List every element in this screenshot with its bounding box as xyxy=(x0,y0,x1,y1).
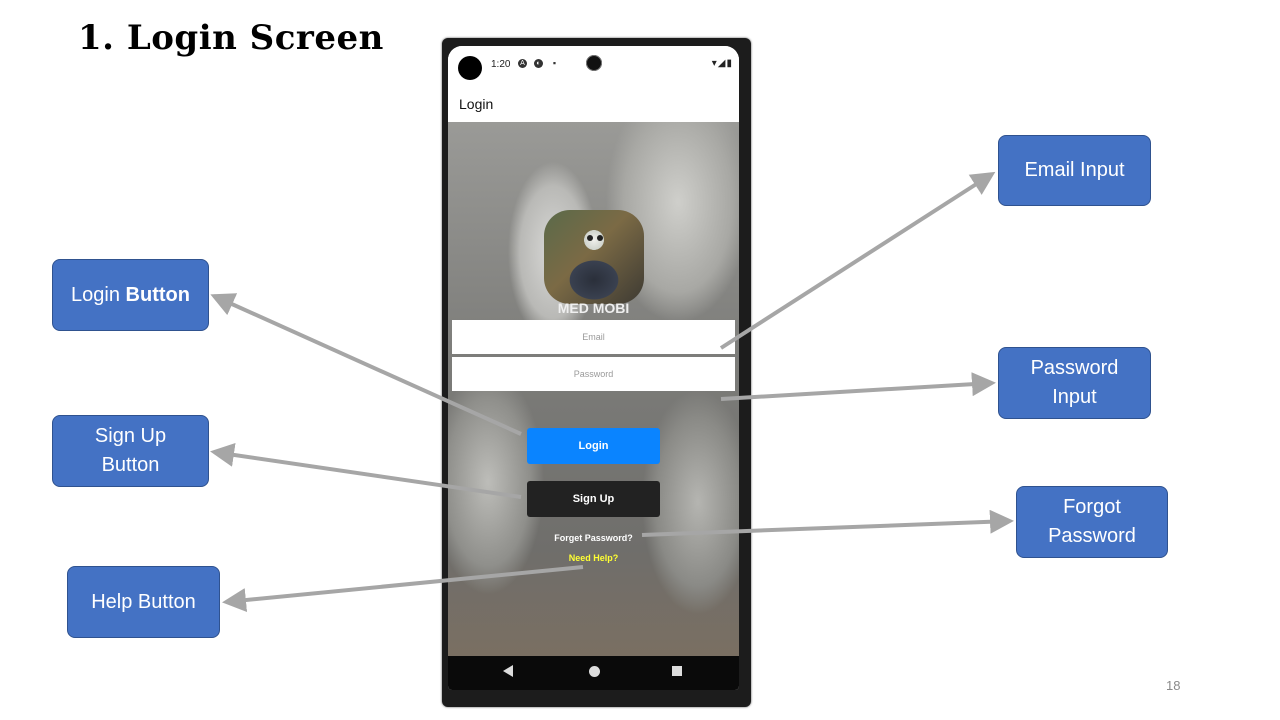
callout-email-input: Email Input xyxy=(998,135,1151,206)
callout-signup-line2: Button xyxy=(101,454,160,476)
callout-signup-button: Sign Up Button xyxy=(52,415,209,487)
back-icon[interactable] xyxy=(503,665,513,677)
page-number: 18 xyxy=(1166,678,1181,693)
camera-cutout xyxy=(586,55,602,71)
login-content: MED MOBI Login Sign Up Forget Password? … xyxy=(448,122,739,656)
slide-title: 1. Login Screen xyxy=(78,18,384,58)
callout-password-input: Password Input xyxy=(998,347,1151,419)
status-wifi-signal-battery-icon: ▾◢▮ xyxy=(711,58,733,69)
arrow-email xyxy=(719,171,996,350)
callout-password-line1: Password xyxy=(1030,357,1119,379)
robot-eye-right xyxy=(597,235,603,241)
email-input[interactable] xyxy=(452,320,735,354)
app-bar-title: Login xyxy=(459,96,494,112)
callout-email-input-label: Email Input xyxy=(1024,159,1125,181)
callout-login-button-label: Login Button xyxy=(71,283,190,306)
callout-forgot-line2: Password xyxy=(1048,525,1136,547)
forgot-password-link[interactable]: Forget Password? xyxy=(554,533,633,543)
home-icon[interactable] xyxy=(589,666,600,677)
status-sd-icon: ▪ xyxy=(552,58,557,68)
callout-signup-line1: Sign Up xyxy=(94,425,167,447)
need-help-link[interactable]: Need Help? xyxy=(568,553,619,563)
phone-screen: 1:20 A ◐ ▪ ▾◢▮ Login MED MOBI Login Sign… xyxy=(448,46,739,690)
arrow-password xyxy=(720,372,996,401)
password-input[interactable] xyxy=(452,357,735,391)
recents-icon[interactable] xyxy=(672,666,682,676)
callout-help-button: Help Button xyxy=(67,566,220,638)
brand-name: MED MOBI xyxy=(557,300,630,316)
status-time: 1:20 xyxy=(491,59,511,70)
callout-forgot-password: Forgot Password xyxy=(1016,486,1168,558)
robot-logo-image xyxy=(544,210,644,304)
nav-bar xyxy=(448,656,739,690)
profile-dot-icon xyxy=(458,56,482,80)
app-bar: Login xyxy=(448,88,739,122)
callout-forgot-line1: Forgot xyxy=(1063,496,1121,518)
status-bar: 1:20 A ◐ ▪ ▾◢▮ xyxy=(448,46,739,88)
login-button[interactable]: Login xyxy=(527,428,660,464)
status-sync-icon: ◐ xyxy=(534,59,543,68)
callout-help-label: Help Button xyxy=(91,590,196,613)
callout-login-button: Login Button xyxy=(52,259,209,331)
signup-button[interactable]: Sign Up xyxy=(527,481,660,517)
robot-eye-left xyxy=(587,235,593,241)
callout-password-line2: Input xyxy=(1052,386,1097,408)
status-app-icon: A xyxy=(518,59,527,68)
